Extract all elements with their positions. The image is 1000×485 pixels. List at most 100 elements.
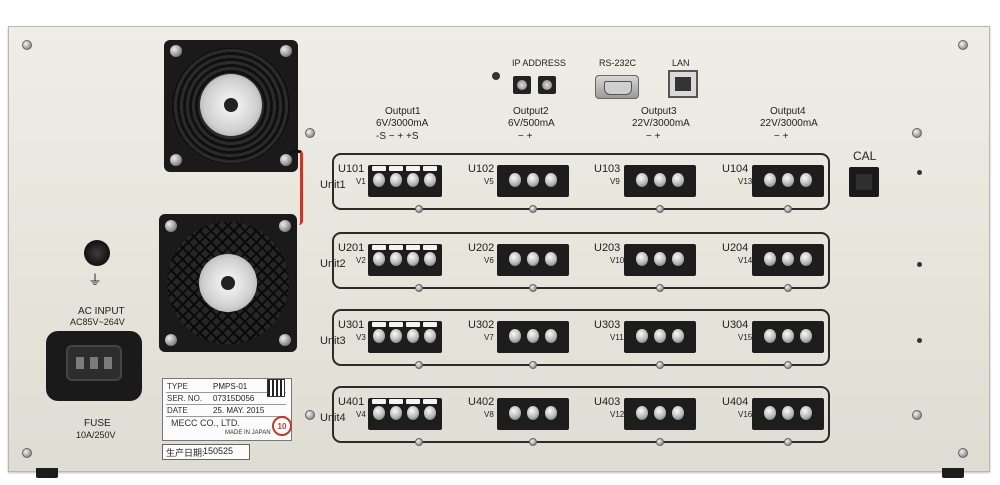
terminal-screw[interactable] [800,252,812,266]
output1-name: Output1 [385,106,421,117]
screw [22,40,32,50]
terminal-block[interactable] [368,398,442,430]
channel-id: U302 [468,319,495,331]
screw [415,205,423,213]
channel-id: U103 [594,163,621,175]
terminal-screw[interactable] [527,173,539,187]
terminal-screw[interactable] [390,406,402,420]
terminal-screw[interactable] [390,173,402,187]
terminal-screw[interactable] [654,406,666,420]
terminal-screw[interactable] [672,329,684,343]
cal-button[interactable] [849,167,879,197]
output4-rating: 22V/3000mA [760,118,818,129]
terminal-block[interactable] [752,244,824,276]
terminal-screw[interactable] [782,173,794,187]
screw [784,361,792,369]
terminal-screw[interactable] [509,329,521,343]
terminal-screw[interactable] [764,252,776,266]
terminal-screw[interactable] [407,252,419,266]
terminal-screw[interactable] [527,406,539,420]
date-label: DATE [167,406,188,415]
output2-terminals: − + [518,131,533,142]
channel-voltage-id: V15 [738,333,753,342]
terminal-cap [423,245,437,250]
terminal-screw[interactable] [407,329,419,343]
terminal-block[interactable] [368,244,442,276]
terminal-screw[interactable] [800,329,812,343]
terminal-screw[interactable] [545,329,557,343]
terminal-screw[interactable] [373,173,385,187]
terminal-screw[interactable] [509,406,521,420]
terminal-screw[interactable] [527,329,539,343]
terminal-screw[interactable] [509,252,521,266]
terminal-screw[interactable] [407,406,419,420]
terminal-screw[interactable] [390,252,402,266]
terminal-screw[interactable] [424,173,436,187]
terminal-screw[interactable] [424,406,436,420]
terminal-screw[interactable] [654,252,666,266]
terminal-screw[interactable] [654,173,666,187]
rs232c-port[interactable] [595,75,639,99]
ground-terminal[interactable] [84,240,110,266]
channel-id: U201 [338,242,365,254]
terminal-screw[interactable] [636,406,648,420]
terminal-screw[interactable] [636,173,648,187]
ip-dial-right[interactable] [538,76,556,94]
terminal-screw[interactable] [373,329,385,343]
terminal-screw[interactable] [764,329,776,343]
terminal-block[interactable] [752,165,824,197]
terminal-screw[interactable] [764,406,776,420]
terminal-screw[interactable] [545,252,557,266]
ip-dial-left[interactable] [513,76,531,94]
terminal-screw[interactable] [782,406,794,420]
output3-name: Output3 [641,106,677,117]
terminal-block[interactable] [624,321,696,353]
terminal-screw[interactable] [636,252,648,266]
terminal-block[interactable] [368,165,442,197]
terminal-cap [423,399,437,404]
output2-name: Output2 [513,106,549,117]
terminal-screw[interactable] [509,173,521,187]
terminal-screw[interactable] [424,329,436,343]
terminal-block[interactable] [624,165,696,197]
screw [656,284,664,292]
terminal-cap [372,166,386,171]
terminal-block[interactable] [497,244,569,276]
screw [912,410,922,420]
terminal-cap [423,166,437,171]
terminal-block[interactable] [624,398,696,430]
terminal-screw[interactable] [636,329,648,343]
terminal-screw[interactable] [545,173,557,187]
terminal-block[interactable] [624,244,696,276]
channel-voltage-id: V10 [610,256,625,265]
terminal-screw[interactable] [672,173,684,187]
terminal-block[interactable] [752,321,824,353]
terminal-screw[interactable] [800,406,812,420]
terminal-cap [372,322,386,327]
terminal-screw[interactable] [390,329,402,343]
terminal-screw[interactable] [782,329,794,343]
channel-voltage-id: V2 [356,256,366,265]
terminal-block[interactable] [497,321,569,353]
terminal-screw[interactable] [373,406,385,420]
ip-address-label: IP ADDRESS [512,58,566,68]
terminal-screw[interactable] [407,173,419,187]
terminal-block[interactable] [497,398,569,430]
lan-port[interactable] [668,70,698,98]
terminal-screw[interactable] [527,252,539,266]
terminal-screw[interactable] [424,252,436,266]
terminal-screw[interactable] [545,406,557,420]
terminal-block[interactable] [368,321,442,353]
channel-id: U202 [468,242,495,254]
terminal-screw[interactable] [782,252,794,266]
terminal-block[interactable] [497,165,569,197]
terminal-block[interactable] [752,398,824,430]
terminal-screw[interactable] [672,406,684,420]
terminal-screw[interactable] [654,329,666,343]
terminal-screw[interactable] [800,173,812,187]
terminal-screw[interactable] [373,252,385,266]
terminal-screw[interactable] [672,252,684,266]
terminal-screw[interactable] [764,173,776,187]
power-inlet[interactable] [46,331,142,401]
terminal-cap [372,399,386,404]
